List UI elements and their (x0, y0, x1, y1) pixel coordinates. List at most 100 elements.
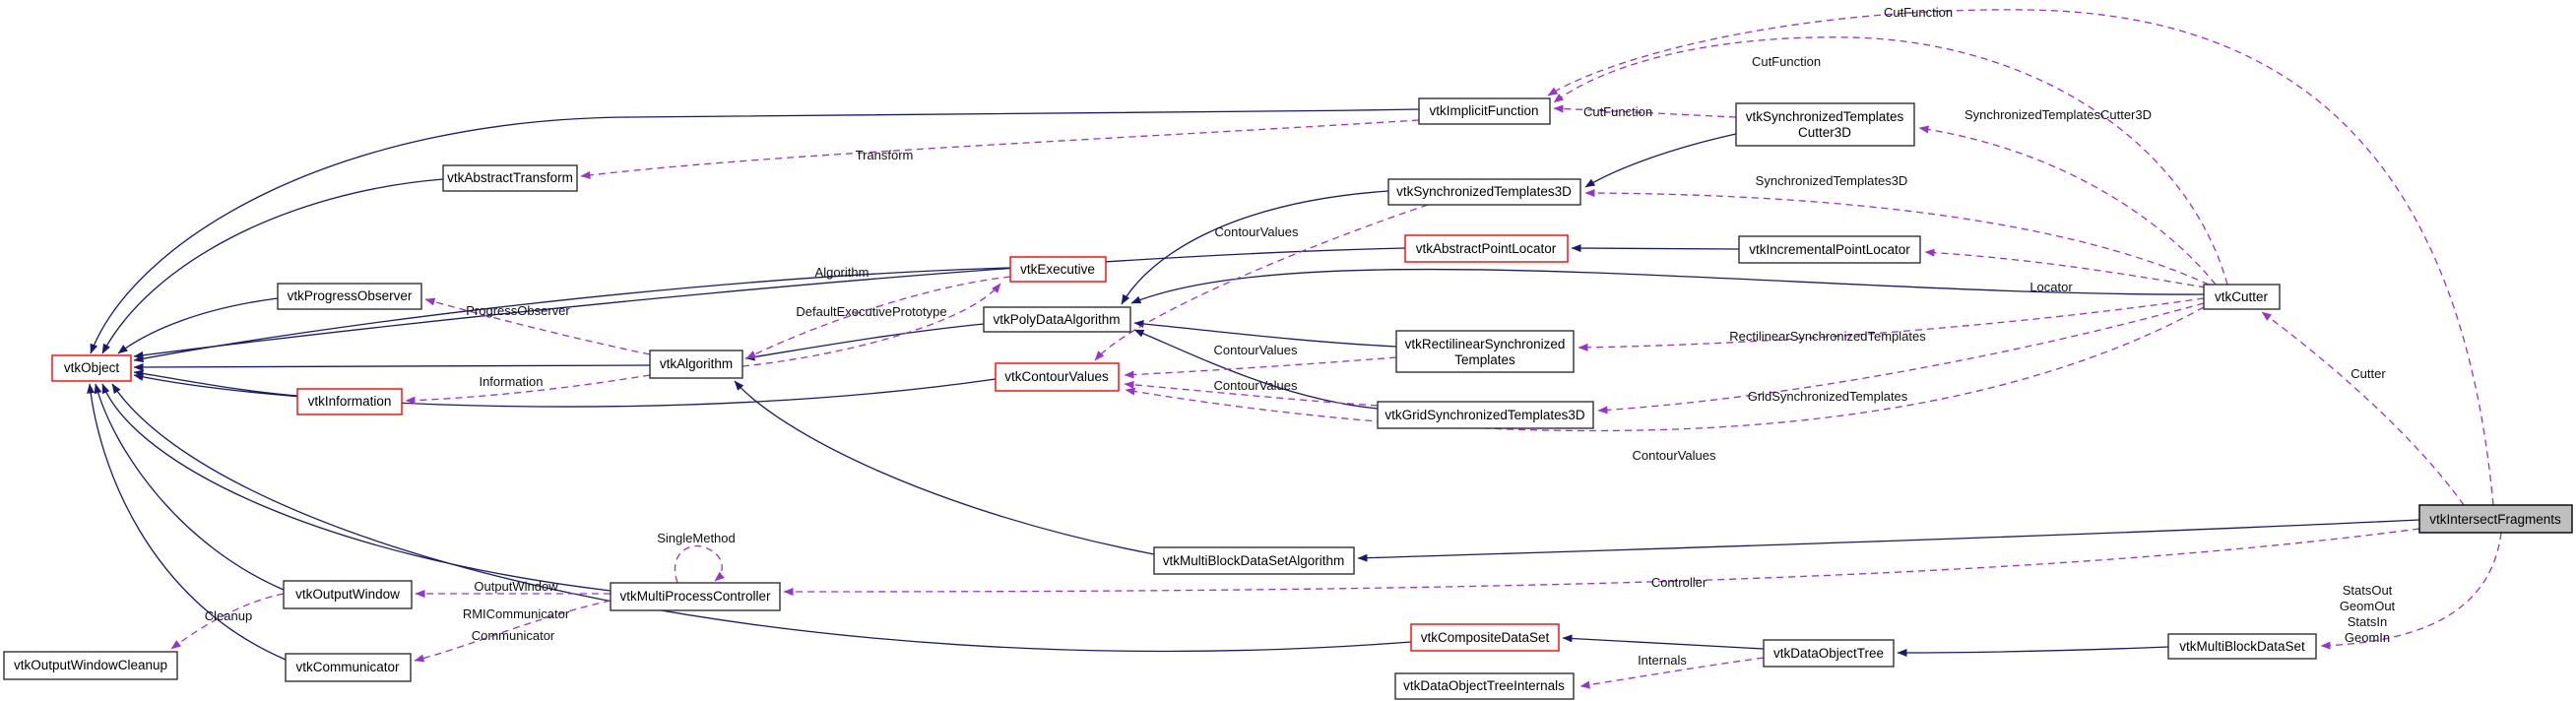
edge-label-cutter: Cutter (2351, 366, 2386, 381)
node-label: vtkCommunicator (295, 660, 400, 674)
node-box[interactable] (1763, 639, 1895, 668)
edge-vtkAlgorithm-uses-vtkProgressObserver (424, 297, 651, 355)
edge-label-rectilinearsynchronizedtemplates: RectilinearSynchronizedTemplates (1729, 329, 1926, 344)
node-vtkGridSynchronizedTemplates3D[interactable]: vtkGridSynchronizedTemplates3D (1377, 401, 1594, 429)
node-vtkMultiBlockDataSetAlgorithm[interactable]: vtkMultiBlockDataSetAlgorithm (1153, 546, 1355, 575)
node-box[interactable] (649, 350, 743, 379)
node-box[interactable] (983, 306, 1131, 333)
node-vtkDataObjectTreeInternals[interactable]: vtkDataObjectTreeInternals (1394, 672, 1575, 700)
edge-vtkPolyDataAlgorithm-to-vtkAlgorithm (744, 323, 985, 361)
edge-label-cutfunction-1: CutFunction (1884, 5, 1953, 20)
node-label-line1: vtkRectilinearSynchronized (1405, 337, 1566, 351)
node-label: vtkImplicitFunction (1429, 103, 1538, 118)
node-vtkDataObjectTree[interactable]: vtkDataObjectTree (1763, 639, 1895, 668)
node-vtkOutputWindow[interactable]: vtkOutputWindow (283, 580, 413, 609)
edge-vtkMultiBlockDataSetAlgorithm-to-vtkAlgorithm (734, 380, 1155, 555)
node-vtkCommunicator[interactable]: vtkCommunicator (285, 653, 412, 682)
edge-label-synchronizedtemplatescutter3d: SynchronizedTemplatesCutter3D (1964, 107, 2152, 122)
node-box[interactable] (1377, 401, 1594, 429)
node-box[interactable] (2167, 633, 2317, 660)
edge-vtkRectilinearSynchronizedTemplates-to-vtkPolyDataAlgorithm (1133, 319, 1397, 348)
edge-vtkSynchronizedTemplatesCutter3D-uses-vtkImplicitFunction (1553, 104, 1737, 118)
node-box[interactable] (1735, 102, 1915, 147)
edge-vtkIntersectFragments-uses-vtkCutter (2261, 311, 2465, 506)
edge-label-geomout: GeomOut (2340, 599, 2396, 613)
node-vtkSynchronizedTemplates3D[interactable]: vtkSynchronizedTemplates3D (1387, 178, 1581, 206)
node-box[interactable] (610, 582, 781, 611)
edge-vtkCutter-uses-vtkContourValues (1125, 306, 2205, 432)
node-vtkProgressObserver[interactable]: vtkProgressObserver (277, 283, 422, 310)
node-label: vtkSynchronizedTemplates3D (1396, 184, 1572, 199)
node-box[interactable] (1395, 330, 1575, 373)
node-label: vtkDataObjectTreeInternals (1403, 678, 1565, 693)
node-box[interactable] (51, 354, 132, 382)
node-vtkAlgorithm[interactable]: vtkAlgorithm (649, 350, 743, 379)
node-box[interactable] (1410, 623, 1560, 652)
edge-label-contourvalues-2: ContourValues (1213, 343, 1298, 357)
node-box[interactable] (442, 164, 578, 192)
node-vtkAbstractTransform[interactable]: vtkAbstractTransform (442, 164, 578, 192)
edge-label-communicator: Communicator (472, 628, 555, 643)
edge-label-algorithm: Algorithm (815, 265, 869, 280)
node-label: vtkContourValues (1004, 369, 1109, 384)
edge-vtkProgressObserver-to-vtkObject (117, 297, 279, 354)
node-label: vtkAbstractTransform (447, 170, 573, 185)
edge-vtkMultiBlockDataSet-to-vtkDataObjectTree (1897, 646, 2169, 657)
node-box[interactable] (277, 283, 422, 310)
node-vtkIntersectFragments[interactable]: vtkIntersectFragments (2418, 504, 2573, 534)
node-box[interactable] (3, 651, 178, 680)
node-label: vtkExecutive (1020, 262, 1095, 277)
node-vtkIncrementalPointLocator[interactable]: vtkIncrementalPointLocator (1738, 235, 1921, 264)
node-vtkMultiProcessController[interactable]: vtkMultiProcessController (610, 582, 781, 611)
node-box[interactable] (2418, 504, 2573, 534)
node-vtkOutputWindowCleanup[interactable]: vtkOutputWindowCleanup (3, 651, 178, 680)
node-box[interactable] (285, 653, 412, 682)
node-box[interactable] (283, 580, 413, 609)
edge-vtkDataObjectTree-to-vtkCompositeDataSet (1562, 634, 1765, 650)
node-box[interactable] (2203, 284, 2281, 310)
node-box[interactable] (296, 388, 403, 415)
node-label: vtkPolyDataAlgorithm (993, 312, 1120, 327)
node-vtkContourValues[interactable]: vtkContourValues (995, 362, 1120, 392)
node-vtkMultiBlockDataSet[interactable]: vtkMultiBlockDataSet (2167, 633, 2317, 660)
edge-label-statsout: StatsOut (2343, 583, 2393, 598)
node-vtkCompositeDataSet[interactable]: vtkCompositeDataSet (1410, 623, 1560, 652)
node-label: vtkProgressObserver (288, 288, 413, 303)
node-vtkPolyDataAlgorithm[interactable]: vtkPolyDataAlgorithm (983, 306, 1131, 333)
edge-label-singlemethod: SingleMethod (657, 531, 736, 545)
edge-vtkDataObjectTree-uses-vtkDataObjectTreeInternals (1579, 657, 1765, 689)
edge-label-geomin: GeomIn (2345, 630, 2390, 645)
node-label: vtkOutputWindow (295, 587, 400, 602)
node-label: vtkIncrementalPointLocator (1749, 242, 1910, 257)
edge-vtkGridSynchronizedTemplates3D-uses-vtkContourValues (1124, 380, 1379, 407)
edge-label-cutfunction-2: CutFunction (1752, 54, 1821, 69)
node-box[interactable] (1418, 97, 1551, 125)
edge-vtkMultiProcessController-singlemethod-self-loop (674, 544, 725, 584)
node-vtkExecutive[interactable]: vtkExecutive (1009, 256, 1107, 283)
node-box[interactable] (1404, 234, 1569, 263)
node-vtkInformation[interactable]: vtkInformation (296, 388, 403, 415)
edge-label-gridsynchronizedtemplates: GridSynchronizedTemplates (1748, 389, 1908, 404)
node-box[interactable] (1153, 546, 1355, 575)
node-box[interactable] (1738, 235, 1921, 264)
edge-vtkAlgorithm-to-vtkObject (133, 362, 651, 371)
node-vtkSynchronizedTemplatesCutter3D[interactable]: vtkSynchronizedTemplates Cutter3D (1735, 102, 1915, 147)
edge-vtkCutter-uses-vtkRectilinearSynchronizedTemplates (1578, 297, 2205, 351)
node-box[interactable] (995, 362, 1120, 392)
node-label: vtkObject (64, 360, 120, 375)
node-vtkAbstractPointLocator[interactable]: vtkAbstractPointLocator (1404, 234, 1569, 263)
edge-label-contourvalues-1: ContourValues (1214, 224, 1299, 239)
node-box[interactable] (1394, 672, 1575, 700)
node-vtkImplicitFunction[interactable]: vtkImplicitFunction (1418, 97, 1551, 125)
edge-vtkOutputWindow-uses-vtkOutputWindowCleanup (170, 593, 285, 650)
edge-vtkCutter-uses-vtkGridSynchronizedTemplates3D (1597, 302, 2205, 414)
node-vtkObject[interactable]: vtkObject (51, 354, 132, 382)
node-label: vtkCutter (2215, 289, 2269, 304)
node-box[interactable] (1009, 256, 1107, 283)
edge-vtkMultiProcessController-uses-vtkCommunicator (414, 600, 612, 663)
node-label: vtkAlgorithm (660, 356, 733, 371)
node-vtkRectilinearSynchronizedTemplates[interactable]: vtkRectilinearSynchronized Templates (1395, 330, 1575, 373)
node-box[interactable] (1387, 178, 1581, 206)
node-vtkCutter[interactable]: vtkCutter (2203, 284, 2281, 310)
